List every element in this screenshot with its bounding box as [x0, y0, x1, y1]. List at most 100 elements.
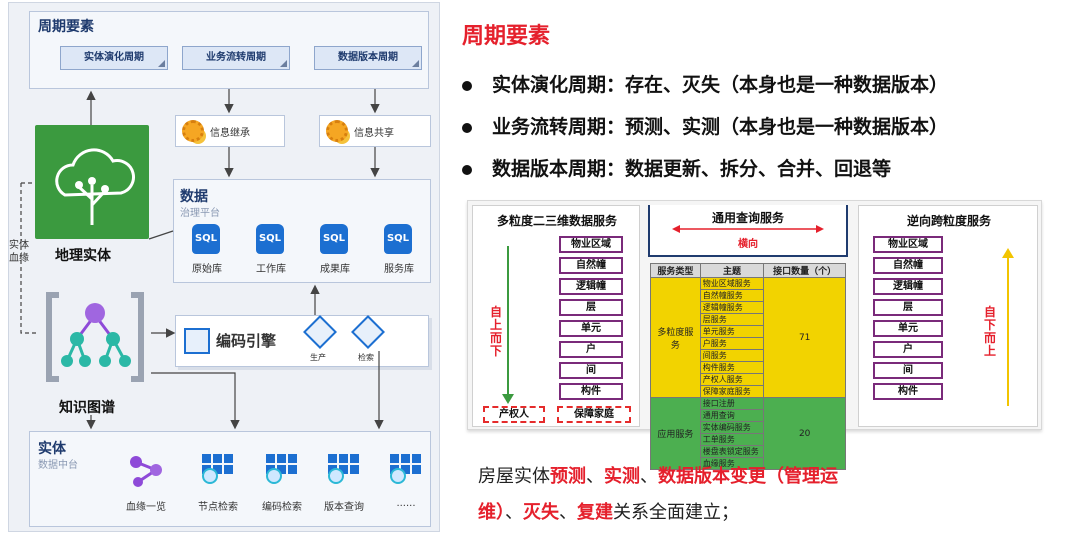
- info-share-label: 信息共享: [354, 127, 394, 139]
- summary-text: 、: [505, 502, 523, 523]
- info-inherit-label: 信息继承: [210, 127, 250, 139]
- summary-text: 、: [640, 466, 658, 487]
- gear-icon: [182, 120, 204, 142]
- guarantee-family-item: 保障家庭: [557, 406, 631, 423]
- entity-evolution-cycle: 实体演化周期: [60, 46, 168, 70]
- reverse-service-title: 逆向跨粒度服务: [906, 214, 991, 228]
- sql-database-icon: SQL: [256, 224, 284, 254]
- business-flow-cycle: 业务流转周期: [182, 46, 290, 70]
- data-version-cycle: 数据版本周期: [314, 46, 422, 70]
- table-header: 主题: [699, 263, 765, 278]
- granularity-item: 物业区域: [873, 236, 943, 253]
- encoding-engine-box: 编码引擎 生产 检索: [175, 315, 429, 367]
- granularity-item: 层: [873, 299, 943, 316]
- more-icon: [390, 454, 421, 484]
- granularity-item: 自然幢: [559, 257, 623, 274]
- sql-database-icon: SQL: [384, 224, 412, 254]
- table-cell-type: 多粒度服务: [650, 277, 701, 398]
- granularity-item: 单元: [559, 320, 623, 337]
- summary-text: 关系全面建立；: [613, 502, 739, 523]
- bullet-text: 实体演化周期：存在、灭失（本身也是一种数据版本）: [492, 74, 949, 96]
- general-query-column: 通用查询服务 横向: [648, 205, 848, 257]
- summary-text: 、: [559, 502, 577, 523]
- bullet-dot-icon: [462, 80, 472, 91]
- sql-database-icon: SQL: [192, 224, 220, 254]
- architecture-diagram: 周期要素 实体演化周期 业务流转周期 数据版本周期 信息继承 信息共享 地理实体…: [8, 2, 440, 532]
- bullet-text: 数据版本周期：数据更新、拆分、合并、回退等: [492, 158, 892, 180]
- lineage-icon: [130, 456, 162, 487]
- table-cell-topic: 单元服务: [699, 325, 765, 338]
- summary-line-1: 房屋实体预测、实测、数据版本变更（管理运: [478, 462, 838, 488]
- granularity-item: 单元: [873, 320, 943, 337]
- chip-icon: [184, 328, 210, 354]
- table-cell-topic: 血缘服务: [699, 457, 765, 470]
- bullet-dot-icon: [462, 122, 472, 133]
- table-header: 接口数量（个）: [763, 263, 846, 278]
- db-label: 成果库: [320, 264, 350, 275]
- summary-text: 、: [586, 466, 604, 487]
- granularity-item: 间: [873, 362, 943, 379]
- table-cell-topic: 工单服务: [699, 433, 765, 446]
- multi-granularity-column: 多粒度二三维数据服务 物业区域 自然幢 逻辑幢 层 单元 户 间 构件 产权人 …: [472, 205, 640, 427]
- table-cell-type: 应用服务: [650, 397, 701, 470]
- entity-subtitle: 数据中台: [38, 460, 78, 471]
- knowledge-graph-label: 知识图谱: [59, 400, 115, 416]
- db-service: SQL 服务库: [384, 224, 414, 275]
- entity-lineage-label: 实体血缘: [9, 239, 31, 265]
- gear-icon: [326, 120, 348, 142]
- db-result: SQL 成果库: [320, 224, 350, 275]
- summary-highlight: 预测: [550, 466, 586, 487]
- period-elements-box: 周期要素 实体演化周期 业务流转周期 数据版本周期: [29, 11, 429, 89]
- summary-line-2: 维）、灭失、复建关系全面建立；: [478, 498, 739, 524]
- granularity-item: 户: [873, 341, 943, 358]
- db-work: SQL 工作库: [256, 224, 286, 275]
- sql-database-icon: SQL: [320, 224, 348, 254]
- service-table: 服务类型 主题 接口数量（个） 多粒度服务 物业区域服务 71 自然幢服务 逻辑…: [650, 263, 846, 470]
- produce-label: 生产: [310, 353, 326, 362]
- retrieve-label: 检索: [358, 353, 374, 362]
- granularity-item: 逻辑幢: [559, 278, 623, 295]
- summary-text: 房屋实体: [478, 466, 550, 487]
- db-label: 服务库: [384, 264, 414, 275]
- table-cell-topic: 物业区域服务: [699, 277, 765, 290]
- table-cell-count: 20: [763, 397, 846, 470]
- table-cell-topic: 层服务: [699, 313, 765, 326]
- table-cell-topic: 户服务: [699, 337, 765, 350]
- summary-highlight: 维）: [478, 502, 505, 523]
- summary-highlight: 数据版本变更（管理运: [658, 466, 838, 487]
- info-inherit-node: 信息继承: [175, 115, 285, 147]
- multi-granularity-title: 多粒度二三维数据服务: [496, 214, 617, 228]
- down-arrow-icon: [502, 246, 514, 404]
- table-cell-topic: 逻辑幢服务: [699, 301, 765, 314]
- bullet-dot-icon: [462, 164, 472, 175]
- page-heading: 周期要素: [462, 24, 551, 49]
- data-governance-box: 数据 治理平台 SQL 原始库 SQL 工作库 SQL 成果库 SQL 服务库: [173, 179, 431, 283]
- granularity-item: 构件: [559, 383, 623, 400]
- knowledge-graph-icon: [39, 287, 151, 387]
- table-cell-topic: 实体编码服务: [699, 421, 765, 434]
- granularity-item: 逻辑幢: [873, 278, 943, 295]
- code-search-icon: [266, 454, 297, 484]
- table-cell-topic: 保障家庭服务: [699, 385, 765, 398]
- granularity-item: 自然幢: [873, 257, 943, 274]
- entity-data-center-box: 实体 数据中台 血缘一览 节点检索 编码检索 版本查询: [29, 431, 431, 527]
- encoding-engine-label: 编码引擎: [216, 332, 277, 350]
- multi-granularity-panel: 多粒度二三维数据服务 物业区域 自然幢 逻辑幢 层 单元 户 间 构件 产权人 …: [467, 200, 1042, 470]
- general-query-title: 通用查询服务: [711, 211, 784, 225]
- table-cell-topic: 自然幢服务: [699, 289, 765, 302]
- granularity-item: 物业区域: [559, 236, 623, 253]
- db-label: 原始库: [192, 264, 222, 275]
- version-query-icon: [328, 454, 359, 484]
- entity-item-label: 编码检索: [262, 502, 302, 513]
- bullet-item: 实体演化周期：存在、灭失（本身也是一种数据版本）: [462, 70, 948, 97]
- summary-highlight: 灭失: [523, 502, 559, 523]
- owner-item: 产权人: [483, 406, 545, 423]
- table-cell-topic: 产权人服务: [699, 373, 765, 386]
- node-search-icon: [202, 454, 233, 484]
- db-raw: SQL 原始库: [192, 224, 222, 275]
- granularity-item: 间: [559, 362, 623, 379]
- table-cell-topic: 通用查询: [699, 409, 765, 422]
- bullet-item: 数据版本周期：数据更新、拆分、合并、回退等: [462, 154, 891, 181]
- granularity-item: 构件: [873, 383, 943, 400]
- table-cell-topic: 构件服务: [699, 361, 765, 374]
